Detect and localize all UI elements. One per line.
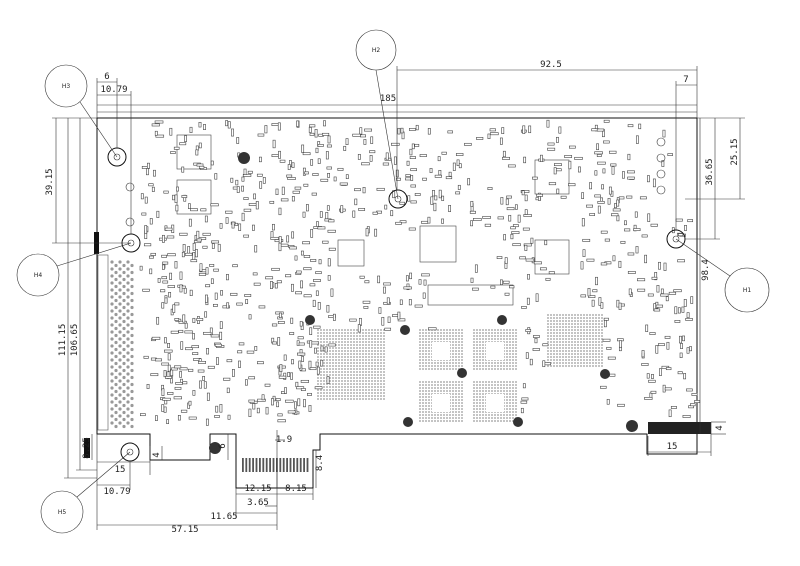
dim-right-height-a: 36.65 — [705, 158, 715, 185]
dimension-labels: 92.5 185 7 6 10.79 36.65 25.15 98.4 39.1… — [45, 60, 740, 535]
edge-connector-left — [84, 232, 109, 458]
dim-bottom-57: 57.15 — [171, 525, 198, 535]
hole-label-h3: H3 — [62, 83, 71, 90]
dim-bottom-365: 3.65 — [247, 498, 269, 508]
hole-label-h1: H1 — [743, 287, 752, 294]
dim-top-overall: 185 — [380, 94, 396, 104]
dim-bottom-815: 8.15 — [285, 484, 307, 494]
dim-bottom-1215: 12.15 — [244, 484, 271, 494]
dim-left-bottom-small: 8.25 — [82, 437, 92, 459]
dim-left-height-a: 39.15 — [45, 168, 55, 195]
dim-top-left-small: 6 — [104, 72, 109, 82]
dim-top-right-small: 7 — [683, 75, 688, 85]
dim-left-height-b: 111.15 — [58, 324, 68, 357]
dim-bottom-left-4: 4 — [152, 452, 162, 457]
bottom-connector — [242, 458, 309, 472]
dim-right-height-c: 98.4 — [701, 259, 711, 281]
smd-components — [139, 119, 701, 426]
dim-top-left-offset: 10.79 — [100, 85, 127, 95]
components — [176, 134, 570, 306]
dimension-lines — [52, 66, 745, 530]
hole-callouts: H2 H3 H4 H1 H5 — [16, 29, 770, 534]
dim-bottom-84: 8.4 — [315, 455, 325, 471]
dim-bottom-right-15: 15 — [667, 442, 678, 452]
screw-dots — [209, 152, 638, 454]
bga-arrays — [317, 314, 603, 422]
hole-label-h5: H5 — [58, 509, 67, 516]
edge-bar-bottom-right — [648, 422, 711, 434]
dim-top-right-span: 92.5 — [540, 60, 562, 70]
dim-bottom-left-15: 15 — [115, 465, 126, 475]
dim-bottom-19: 1.9 — [276, 435, 292, 445]
dim-left-height-c: 106.65 — [70, 324, 80, 357]
hole-label-h2: H2 — [372, 47, 381, 54]
dim-bottom-6: 6 — [218, 443, 228, 448]
dim-bottom-left-1079: 10.79 — [103, 487, 130, 497]
dim-right-height-b: 25.15 — [730, 138, 740, 165]
left-connector-pins — [110, 260, 134, 429]
dim-bottom-right-4: 4 — [715, 425, 725, 430]
hole-label-h4: H4 — [34, 272, 43, 279]
dim-bottom-1165: 11.65 — [210, 512, 237, 522]
